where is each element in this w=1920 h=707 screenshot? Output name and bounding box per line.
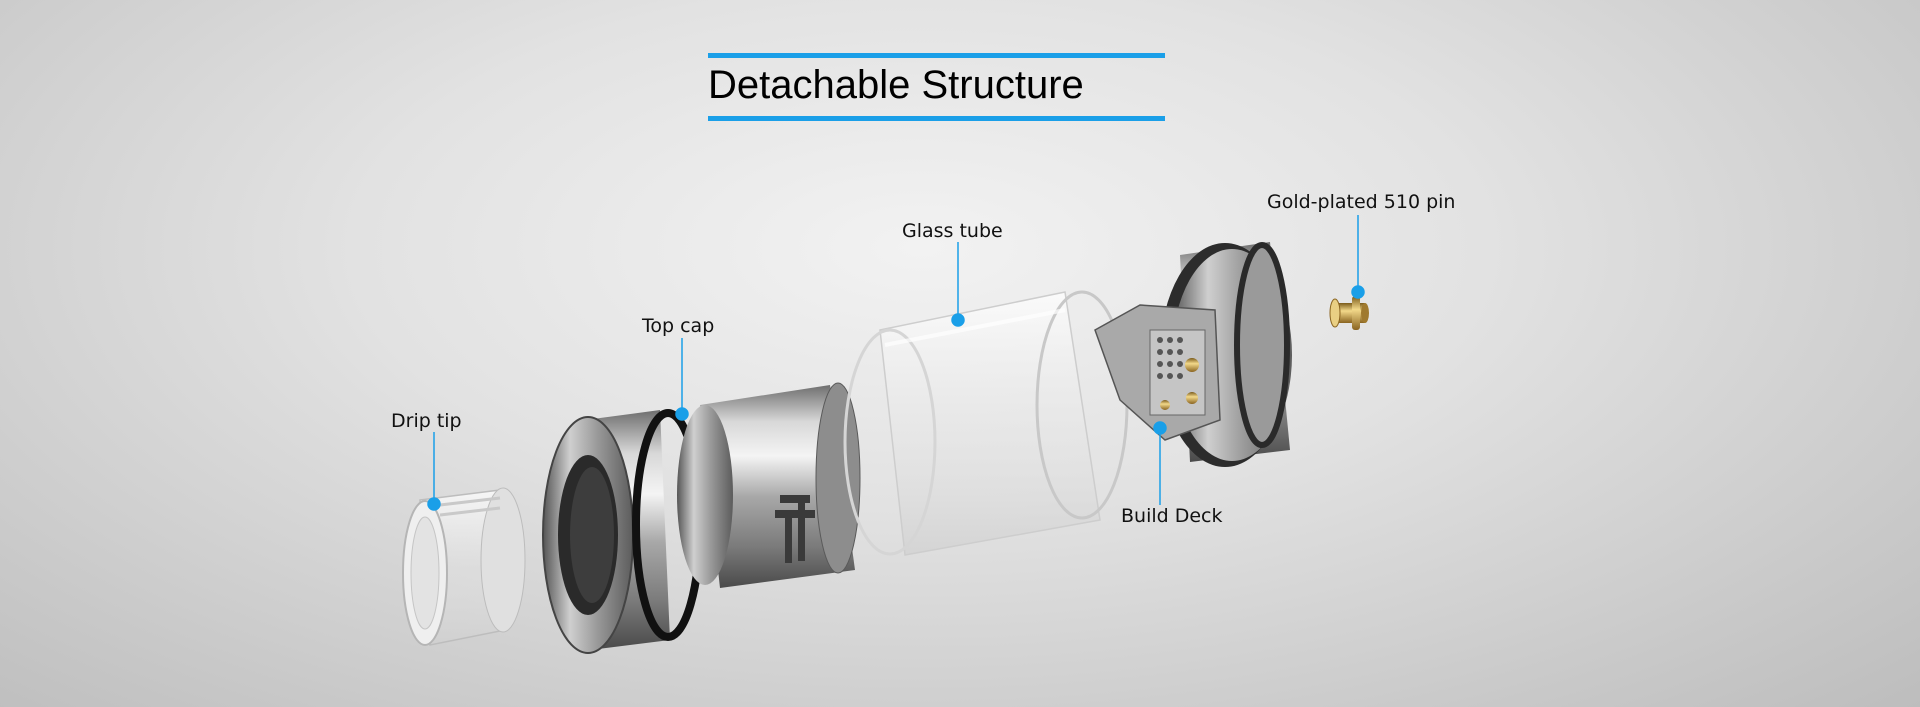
drip-tip-label: Drip tip <box>391 410 462 432</box>
top-cap-part <box>677 382 861 588</box>
glass-tube-label: Glass tube <box>902 220 1003 242</box>
logo-mark <box>775 495 815 563</box>
deck-airholes <box>1157 337 1183 379</box>
pin-part <box>1329 296 1369 330</box>
top-cap-ring-part <box>542 409 704 654</box>
top-cap-label: Top cap <box>642 315 715 337</box>
drip-tip-part <box>402 487 526 646</box>
build-deck-label: Build Deck <box>1121 505 1223 527</box>
glass-tube-part <box>843 290 1129 556</box>
title-bottom-rule <box>708 116 1165 121</box>
pin-label: Gold-plated 510 pin <box>1267 191 1456 213</box>
title-top-rule <box>708 53 1165 58</box>
title-block: Detachable Structure <box>708 53 1165 121</box>
build-deck-part <box>1094 242 1292 467</box>
page-title: Detachable Structure <box>708 63 1084 107</box>
callout-leaders <box>427 215 1365 511</box>
